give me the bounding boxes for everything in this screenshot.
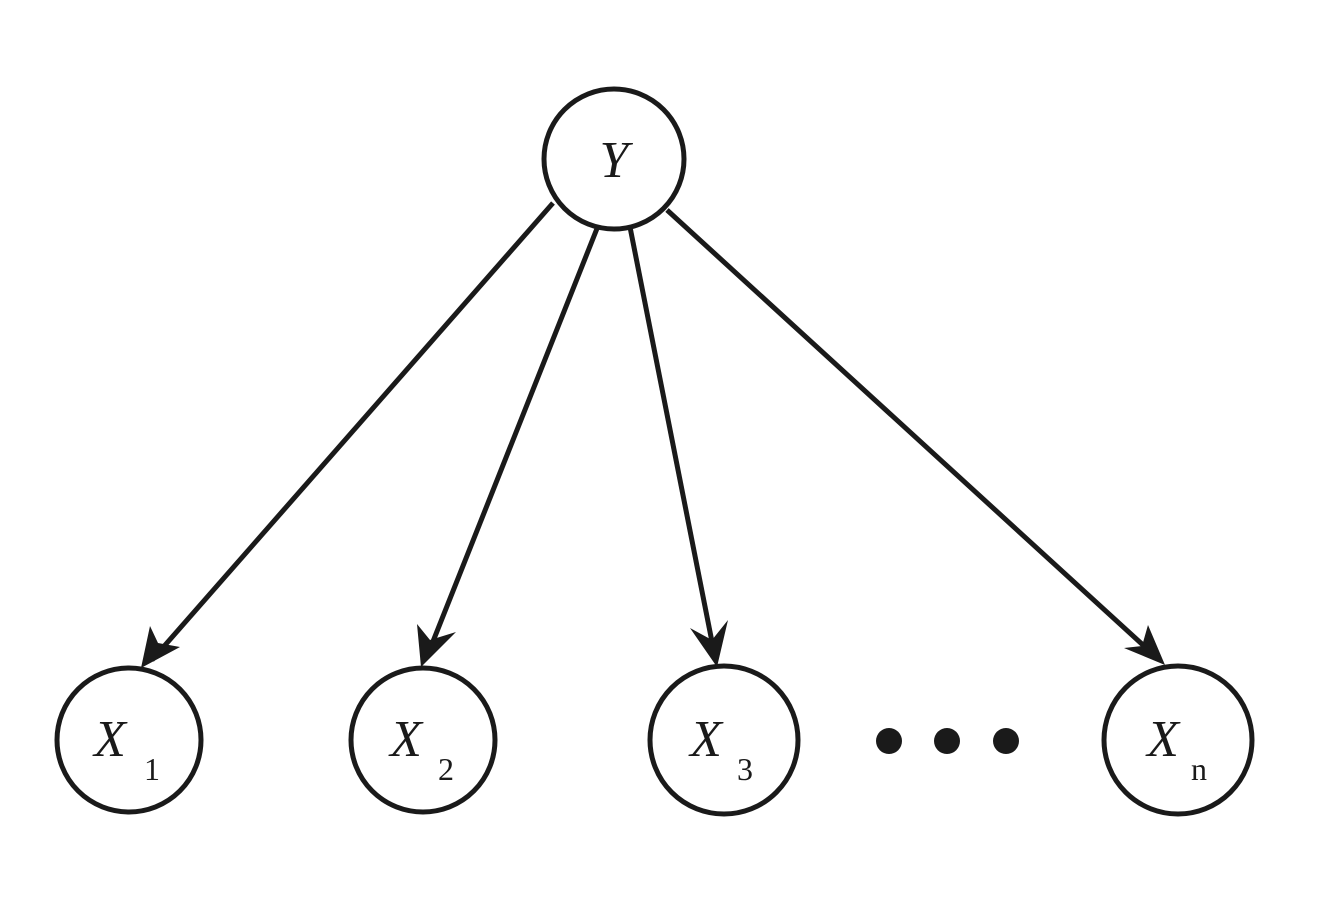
arrowhead-x1 [141,626,180,668]
node-x1-label: X [92,711,128,768]
node-xn-label: X [1145,711,1181,768]
node-x3: X 3 [647,663,801,817]
node-xn-circle [1101,663,1255,817]
node-y: Y [541,86,687,232]
edge-y-xn [665,208,1157,658]
arrowhead-x3 [690,620,728,667]
node-x3-label: X [688,711,724,768]
node-x1-circle [54,665,204,815]
node-x3-circle [647,663,801,817]
node-x2-subscript: 2 [438,751,454,787]
node-xn-subscript: n [1191,751,1207,787]
node-x1-subscript: 1 [144,751,160,787]
node-x2-circle [348,665,498,815]
node-x3-subscript: 3 [737,751,753,787]
node-x1: X 1 [54,665,204,815]
edges [141,201,1165,668]
ellipsis [876,728,1019,754]
node-xn: X n [1101,663,1255,817]
arrowhead-x2 [417,624,456,667]
edge-y-x3 [627,226,717,653]
node-x2-label: X [388,711,424,768]
edge-y-x1 [150,201,555,662]
node-x2: X 2 [348,665,498,815]
ellipsis-dot [934,728,960,754]
node-y-label: Y [600,132,634,189]
edge-y-x2 [425,225,601,655]
ellipsis-dot [876,728,902,754]
ellipsis-dot [993,728,1019,754]
node-y-circle [541,86,687,232]
arrowhead-xn [1124,625,1165,665]
